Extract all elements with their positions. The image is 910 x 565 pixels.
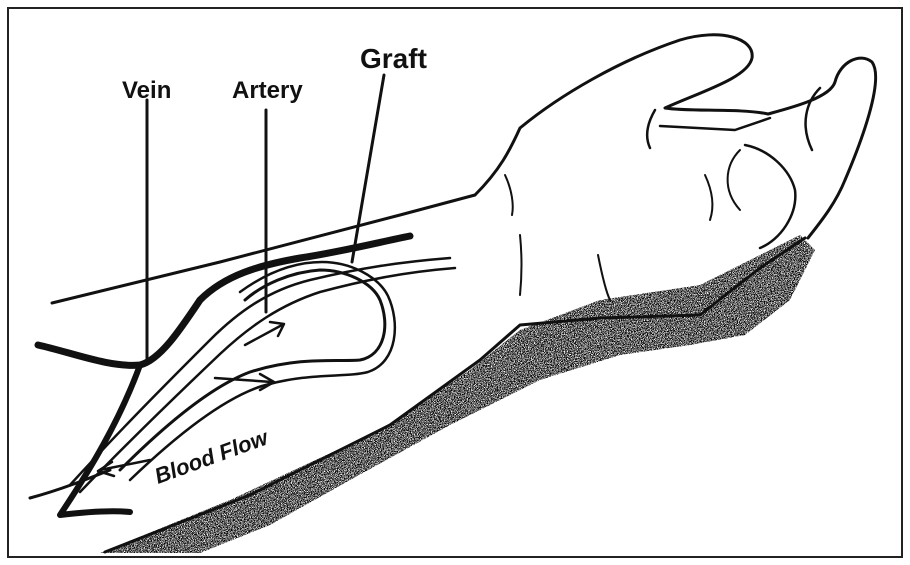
graft-label: Graft (360, 43, 427, 74)
artery-label: Artery (232, 77, 303, 104)
vein-label: Vein (122, 77, 171, 104)
